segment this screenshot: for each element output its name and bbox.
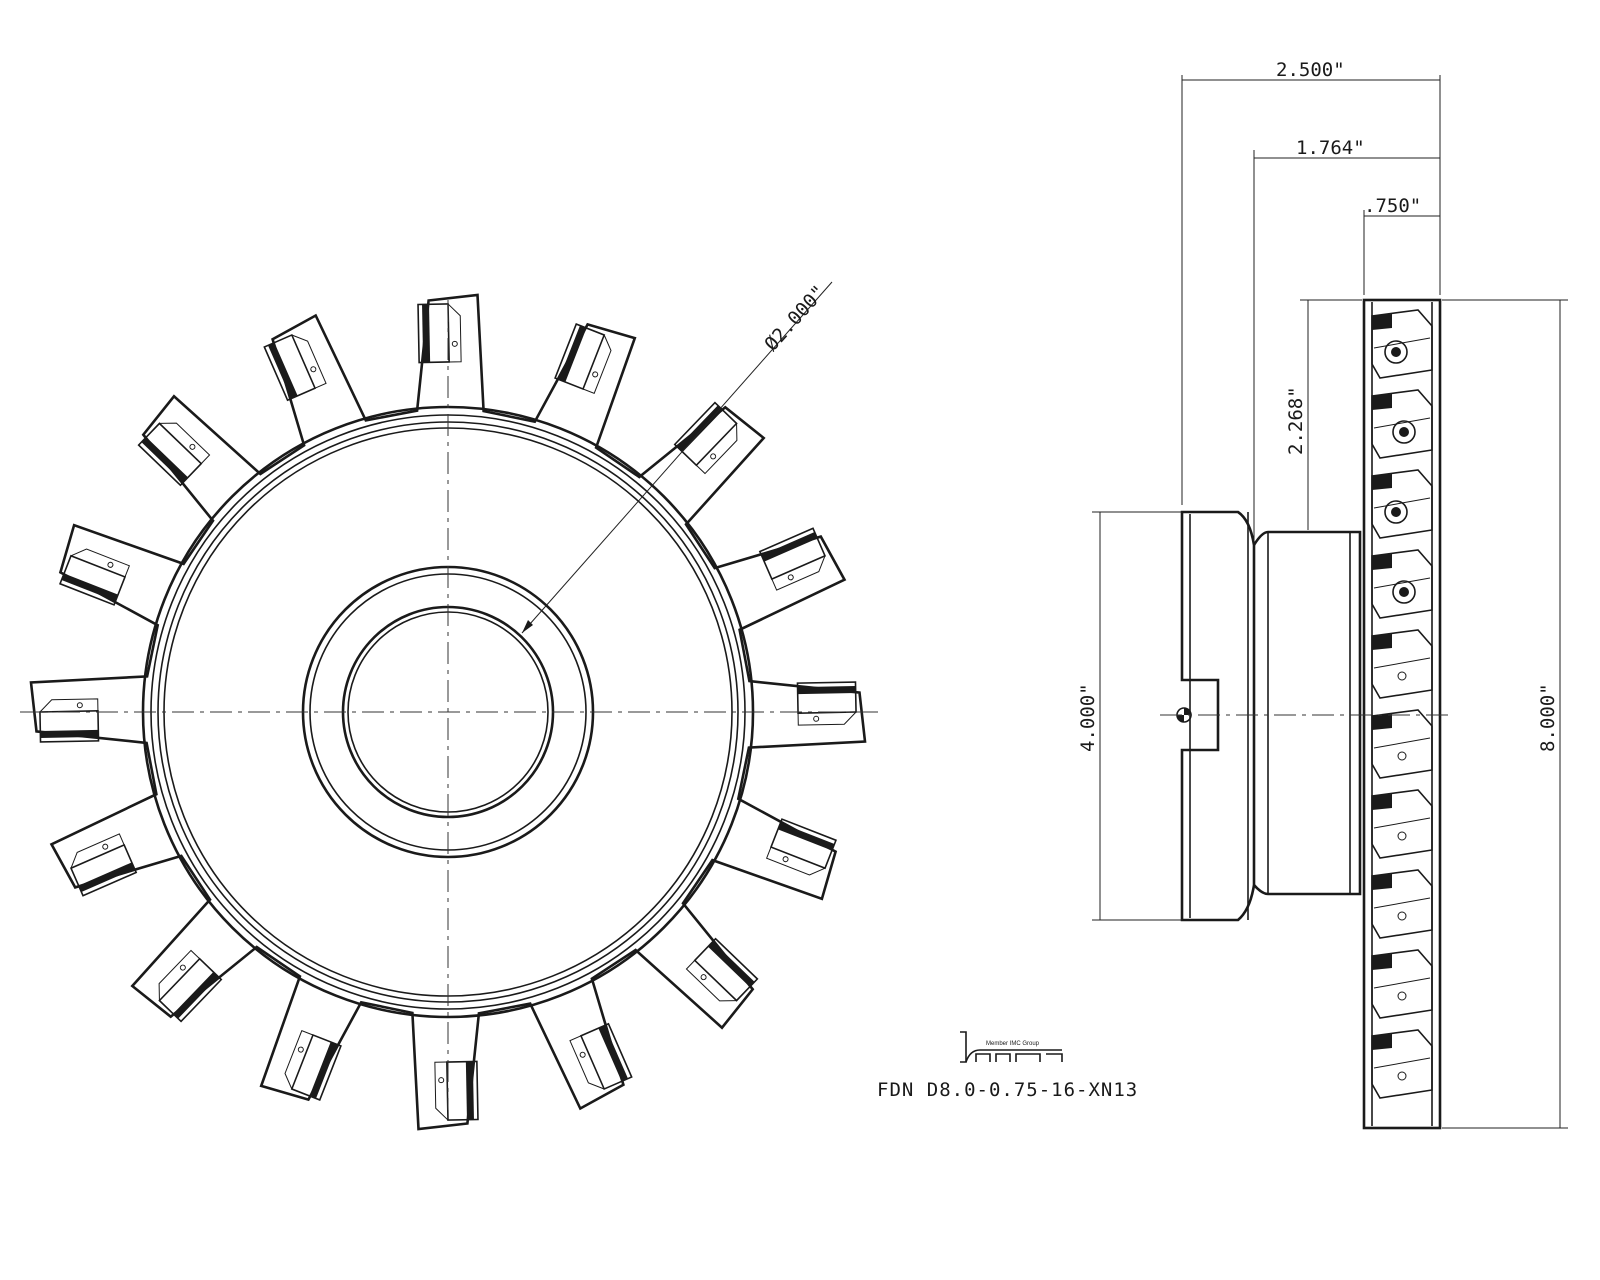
dimension-label-8000: 8.000" [1537, 683, 1559, 752]
dimension-label-1764: 1.764" [1296, 137, 1365, 159]
tooth-insert [765, 818, 837, 876]
side-insert [1371, 629, 1433, 699]
hub-outline [1180, 510, 1256, 922]
tooth-insert [263, 333, 327, 402]
side-insert [1371, 309, 1433, 379]
neck-outline [1252, 530, 1362, 896]
side-insert [1371, 949, 1433, 1019]
tooth-insert [59, 548, 131, 606]
cutter-teeth [29, 293, 867, 1131]
tooth-insert [284, 1029, 342, 1101]
side-insert [1371, 869, 1433, 939]
tooth-insert [39, 698, 100, 743]
tooth-insert [569, 1022, 633, 1091]
tooth-insert [158, 949, 223, 1023]
tooth-insert [673, 401, 738, 475]
side-insert [1371, 709, 1433, 779]
side-insert [1371, 389, 1433, 459]
dimension-label-750: .750" [1364, 195, 1421, 217]
tooth-insert [137, 422, 211, 487]
tooth-insert [434, 1060, 479, 1121]
center-mark-fill [1177, 708, 1191, 722]
tooth-insert [758, 527, 827, 591]
part-number: FDN D8.0-0.75-16-XN13 [877, 1079, 1138, 1101]
teeth-outline [29, 293, 867, 1131]
side-insert [1371, 789, 1433, 859]
title-block: Member IMC Group FDN D8.0-0.75-16-XN13 [877, 1031, 1138, 1101]
tooth-insert [685, 937, 759, 1002]
dimension-label-2500: 2.500" [1276, 59, 1345, 81]
dimension-label-4000: 4.000" [1077, 683, 1099, 752]
front-view: Ø2.000" [20, 281, 880, 1131]
side-insert [1371, 549, 1433, 619]
side-view-inserts [1371, 309, 1433, 1099]
diameter-dimension-label: Ø2.000" [760, 281, 830, 355]
side-insert [1371, 469, 1433, 539]
iscar-logo-icon: Member IMC Group [960, 1031, 1063, 1063]
cutting-body-outline [1362, 298, 1442, 1130]
tooth-insert [417, 303, 462, 364]
diameter-leader-line [521, 281, 833, 634]
diameter-arrow [522, 620, 533, 633]
tooth-insert [796, 681, 857, 726]
side-view: 2.500" 1.764" .750" 2.268" 4.000" 8.000" [1077, 59, 1568, 1130]
brand-tagline: Member IMC Group [986, 1041, 1040, 1047]
dimension-label-2268: 2.268" [1285, 386, 1307, 455]
tooth-insert [554, 323, 612, 395]
tooth-insert [69, 833, 138, 897]
side-insert [1371, 1029, 1433, 1099]
